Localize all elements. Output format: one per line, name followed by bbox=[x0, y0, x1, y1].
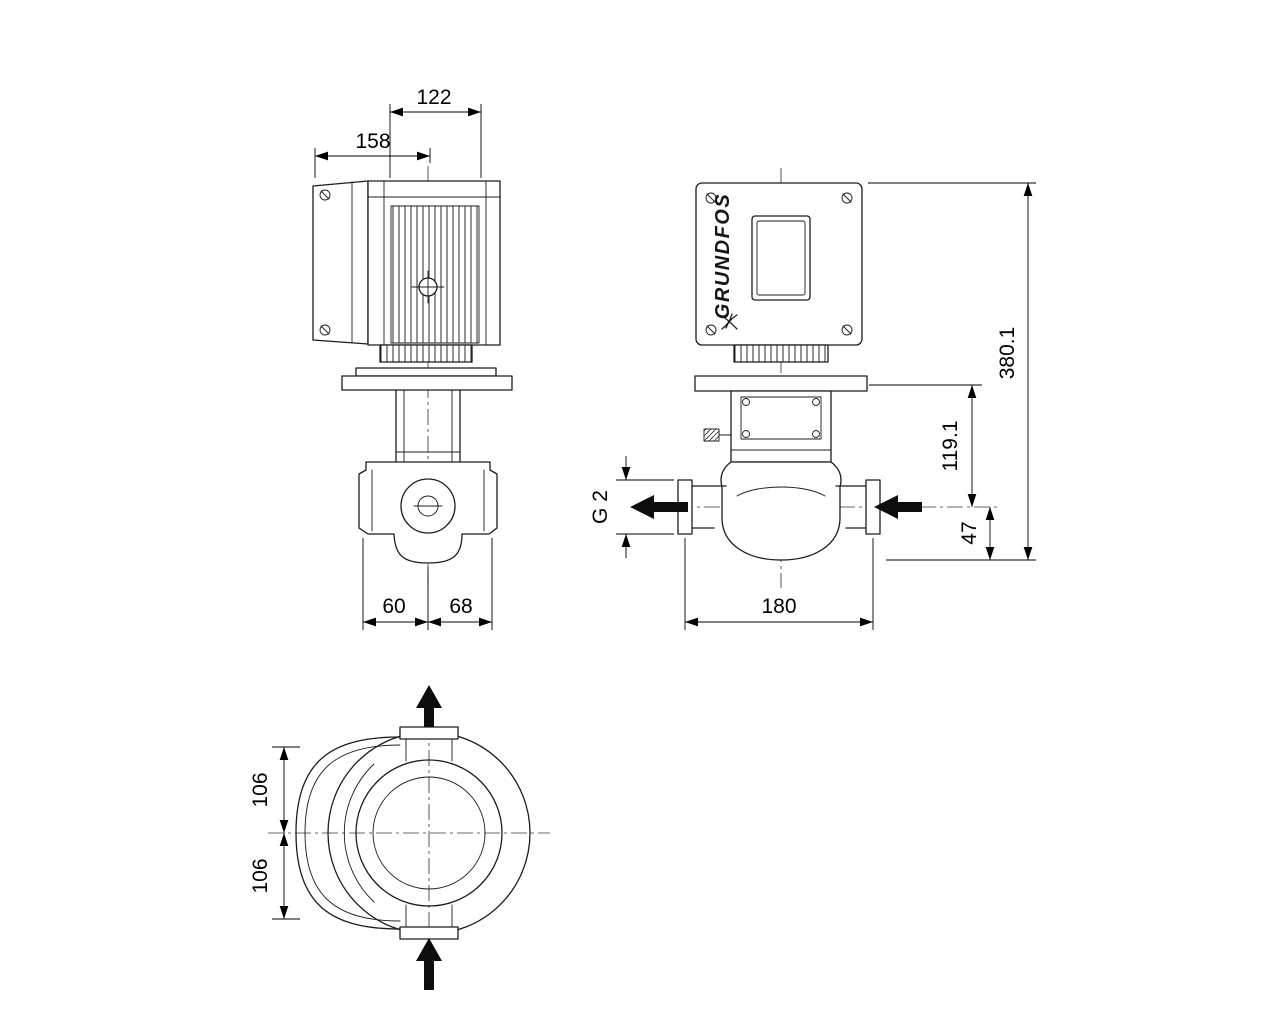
side-terminal-box bbox=[312, 180, 369, 345]
dim-center-to-top: 106 bbox=[249, 772, 272, 807]
screw-icon bbox=[841, 192, 853, 204]
front-volute bbox=[677, 461, 881, 561]
front-flange bbox=[694, 375, 868, 392]
side-pump-housing bbox=[358, 461, 498, 564]
dim-flange-to-port-center: 119.1 bbox=[939, 421, 962, 472]
side-pedestal bbox=[395, 389, 461, 463]
front-pump-head bbox=[703, 390, 832, 463]
inlet-flow-arrow-icon bbox=[874, 495, 922, 519]
top-view bbox=[268, 685, 550, 990]
dim-port-center-to-base: 47 bbox=[958, 521, 981, 544]
dim-motor-total-depth: 158 bbox=[355, 130, 390, 153]
top-motor-outline bbox=[295, 736, 401, 930]
dim-center-to-bottom: 106 bbox=[249, 858, 272, 893]
dim-center-to-left-port: 60 bbox=[382, 595, 405, 618]
screw-icon bbox=[319, 324, 331, 336]
side-flange bbox=[341, 367, 513, 391]
top-outlet-flow-arrow-icon bbox=[416, 685, 442, 727]
dim-total-height: 380.1 bbox=[996, 327, 1019, 380]
dim-port-connection: G 2 bbox=[589, 490, 612, 524]
screw-icon bbox=[319, 189, 331, 201]
grundfos-logo-icon bbox=[721, 313, 738, 330]
side-motor-body bbox=[367, 180, 501, 346]
display-window bbox=[751, 215, 811, 301]
side-adapter-fins bbox=[379, 344, 473, 363]
dim-motor-depth: 122 bbox=[416, 86, 451, 109]
front-adapter-fins bbox=[733, 344, 829, 363]
dim-port-to-port: 180 bbox=[761, 595, 796, 618]
front-view-dimensions: G 2 380.1 119.1 47 180 bbox=[589, 182, 1036, 630]
front-view: GRUNDFOS bbox=[630, 168, 1000, 588]
top-view-dimensions: 106 106 bbox=[249, 746, 300, 920]
brand-logo-text: GRUNDFOS bbox=[712, 193, 734, 319]
outlet-flow-arrow-icon bbox=[630, 495, 688, 519]
side-view-dimensions: 122 158 60 68 bbox=[314, 86, 493, 630]
screw-icon bbox=[705, 324, 717, 336]
top-inlet-flow-arrow-icon bbox=[416, 938, 442, 990]
cooling-fins bbox=[390, 205, 480, 344]
front-control-box: GRUNDFOS bbox=[695, 182, 863, 346]
dim-center-to-right-port: 68 bbox=[449, 595, 472, 618]
side-view bbox=[312, 166, 513, 592]
screw-icon bbox=[705, 192, 717, 204]
screw-icon bbox=[841, 324, 853, 336]
top-port-flanges bbox=[399, 726, 459, 940]
vent-screw bbox=[703, 428, 732, 442]
